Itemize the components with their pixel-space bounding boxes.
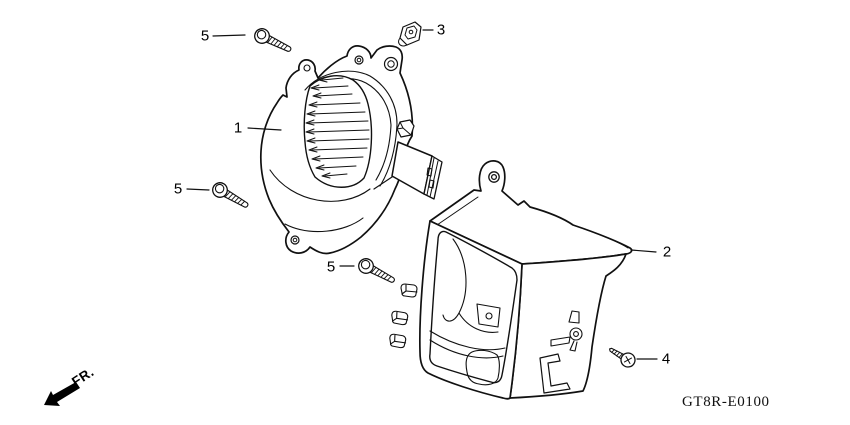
callout-label-4: 4 — [661, 350, 671, 368]
callout-label-5c: 5 — [326, 258, 336, 276]
fan-cover-part-1 — [261, 46, 442, 254]
shroud-clips — [389, 284, 417, 348]
diagram-code: GT8R-E0100 — [682, 394, 770, 410]
fan-shroud-part-2 — [389, 161, 631, 399]
fan-cover-duct — [374, 120, 442, 199]
callout-label-5a: 5 — [200, 27, 210, 45]
callout-label-5b: 5 — [173, 180, 183, 198]
fr-direction-arrow-icon — [44, 382, 80, 406]
callout-label-1: 1 — [233, 119, 243, 137]
screw-part-4 — [606, 343, 638, 370]
callout-label-2: 2 — [662, 243, 672, 261]
wing-bolt-detail — [551, 311, 582, 351]
callout-label-3: 3 — [436, 21, 446, 39]
bolt-part-5b — [209, 179, 252, 213]
clip-part-3 — [399, 22, 421, 46]
bolt-part-5c — [355, 255, 399, 289]
callout-leader-lines — [187, 30, 657, 359]
bolt-part-5a — [251, 25, 295, 58]
